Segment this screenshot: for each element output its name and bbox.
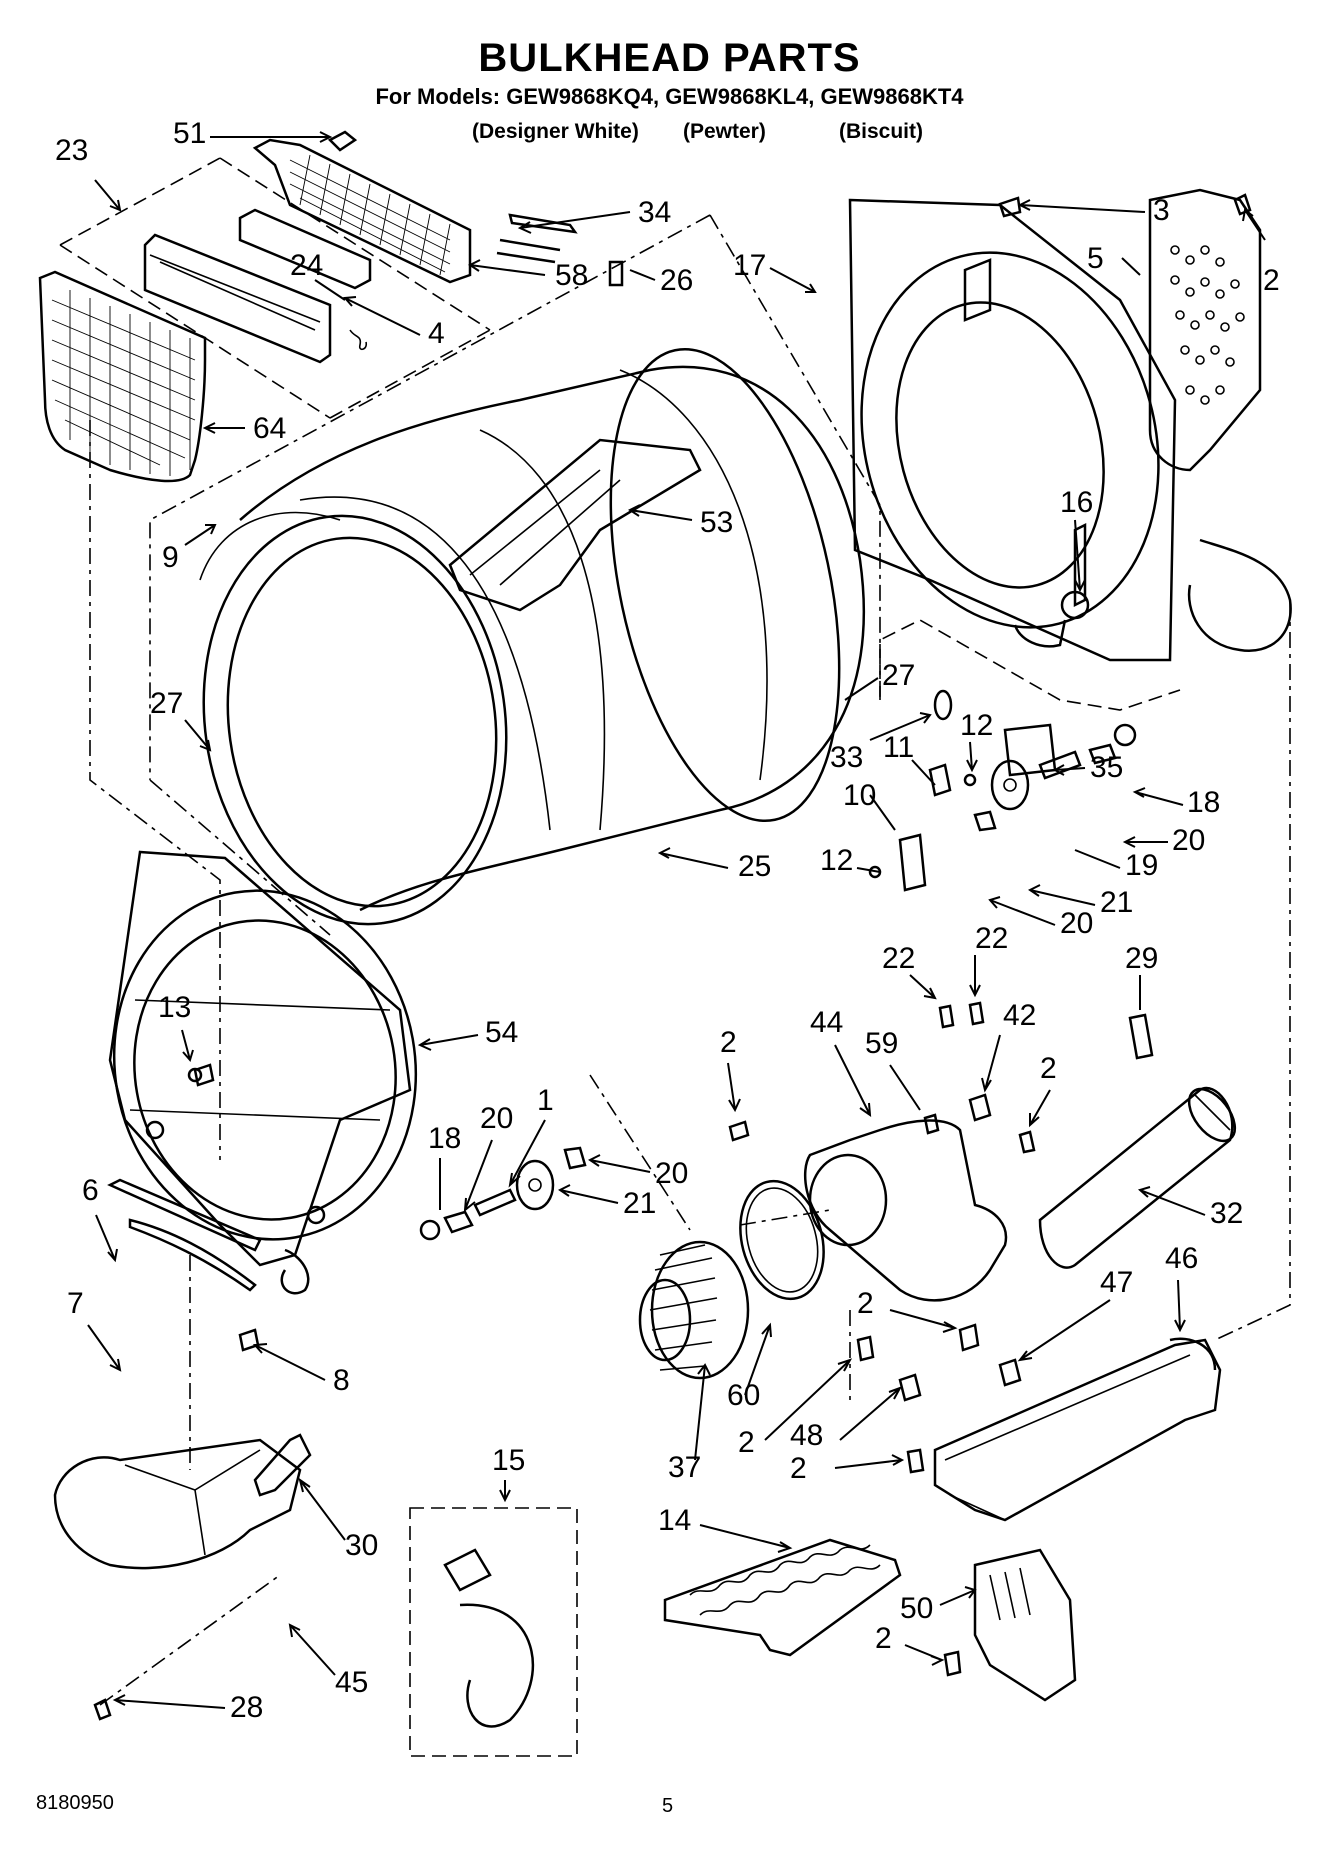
- document-number: 8180950: [36, 1792, 114, 1814]
- callout-5: 5: [1087, 242, 1104, 275]
- callout-12b: 12: [820, 844, 853, 877]
- callout-21b: 21: [623, 1187, 656, 1220]
- callout-20b: 20: [1060, 907, 1093, 940]
- page-title: BULKHEAD PARTS: [478, 36, 861, 80]
- callout-2f: 2: [790, 1452, 807, 1485]
- callout-13: 13: [158, 991, 191, 1024]
- callout-33: 33: [830, 741, 863, 774]
- callout-35: 35: [1090, 751, 1123, 784]
- callout-18a: 18: [1187, 786, 1220, 819]
- blower-assembly: [589, 1074, 1008, 1405]
- rear-bulkhead: [848, 188, 1292, 662]
- clip: [253, 1433, 312, 1497]
- callout-30: 30: [345, 1529, 378, 1562]
- callout-4: 4: [428, 317, 445, 350]
- drum-baffle: [448, 438, 702, 612]
- lint-screen: [38, 270, 207, 483]
- callout-12a: 12: [960, 709, 993, 742]
- models-subtitle: For Models: GEW9868KQ4, GEW9868KL4, GEW9…: [375, 84, 964, 109]
- callout-24: 24: [290, 249, 323, 282]
- callout-20d: 20: [655, 1157, 688, 1190]
- heater-housing: [933, 600, 1291, 1522]
- callout-42: 42: [1003, 999, 1036, 1032]
- callout-27b: 27: [150, 687, 183, 720]
- front-bulkhead: [89, 420, 418, 1295]
- callout-51: 51: [173, 117, 206, 150]
- callout-25: 25: [738, 850, 771, 883]
- callout-34: 34: [638, 196, 671, 229]
- callout-7: 7: [67, 1287, 84, 1320]
- callout-23: 23: [55, 134, 88, 167]
- callout-17: 17: [733, 249, 766, 282]
- callout-2b: 2: [720, 1026, 737, 1059]
- callout-29: 29: [1125, 942, 1158, 975]
- wire-kit: [409, 1507, 578, 1757]
- callout-32: 32: [1210, 1197, 1243, 1230]
- callout-6: 6: [82, 1174, 99, 1207]
- drum: [149, 214, 881, 936]
- callout-18b: 18: [428, 1122, 461, 1155]
- exhaust-duct: [1038, 1086, 1237, 1269]
- callout-44: 44: [810, 1006, 843, 1039]
- variant-biscuit: (Biscuit): [839, 120, 923, 143]
- callout-28: 28: [230, 1691, 263, 1724]
- thermostat-clips: [898, 1013, 1154, 1402]
- callout-11: 11: [883, 731, 914, 764]
- callout-58: 58: [555, 259, 588, 292]
- callout-46: 46: [1165, 1242, 1198, 1275]
- callout-3: 3: [1153, 194, 1170, 227]
- callout-2e: 2: [738, 1426, 755, 1459]
- page-number: 5: [662, 1795, 674, 1817]
- idler-assembly: [419, 723, 1137, 1241]
- callout-48: 48: [790, 1419, 823, 1452]
- baffle-plate: [1148, 188, 1262, 472]
- variant-pewter: (Pewter): [683, 120, 766, 143]
- callout-2g: 2: [875, 1622, 892, 1655]
- lint-grille: [252, 138, 472, 284]
- callout-2d: 2: [857, 1287, 874, 1320]
- toe-panel-duct: [53, 1255, 302, 1706]
- callout-8: 8: [333, 1364, 350, 1397]
- callout-27a: 27: [882, 659, 915, 692]
- callout-labels: 51 23 34 58 24 4 26 17 3 5 2 64 53 9 16 …: [55, 117, 1280, 1724]
- callout-2a: 2: [1263, 264, 1280, 297]
- blower-housing: [803, 1119, 1008, 1302]
- callout-45: 45: [335, 1666, 368, 1699]
- callout-14: 14: [658, 1504, 691, 1537]
- callout-9: 9: [162, 541, 179, 574]
- callout-19: 19: [1125, 849, 1158, 882]
- callout-22a: 22: [882, 942, 915, 975]
- heater-element: [663, 1538, 902, 1657]
- callout-53: 53: [700, 506, 733, 539]
- felt-seals: [107, 1178, 262, 1292]
- lint-filter-assembly: [38, 130, 578, 483]
- callout-26: 26: [660, 264, 693, 297]
- terminal-block: [973, 1548, 1077, 1702]
- leader-arrows: [87, 131, 1266, 1709]
- callout-16: 16: [1060, 486, 1093, 519]
- callout-47: 47: [1100, 1266, 1133, 1299]
- callout-59: 59: [865, 1027, 898, 1060]
- callout-20c: 20: [480, 1102, 513, 1135]
- callout-50: 50: [900, 1592, 933, 1625]
- callout-2c: 2: [1040, 1052, 1057, 1085]
- callout-21a: 21: [1100, 886, 1133, 919]
- callout-15: 15: [492, 1444, 525, 1477]
- variant-designer-white: (Designer White): [472, 120, 639, 143]
- callout-22b: 22: [975, 922, 1008, 955]
- callout-1: 1: [537, 1084, 554, 1117]
- callout-20a: 20: [1172, 824, 1205, 857]
- callout-54: 54: [485, 1016, 518, 1049]
- callout-60: 60: [727, 1379, 760, 1412]
- callout-64: 64: [253, 412, 286, 445]
